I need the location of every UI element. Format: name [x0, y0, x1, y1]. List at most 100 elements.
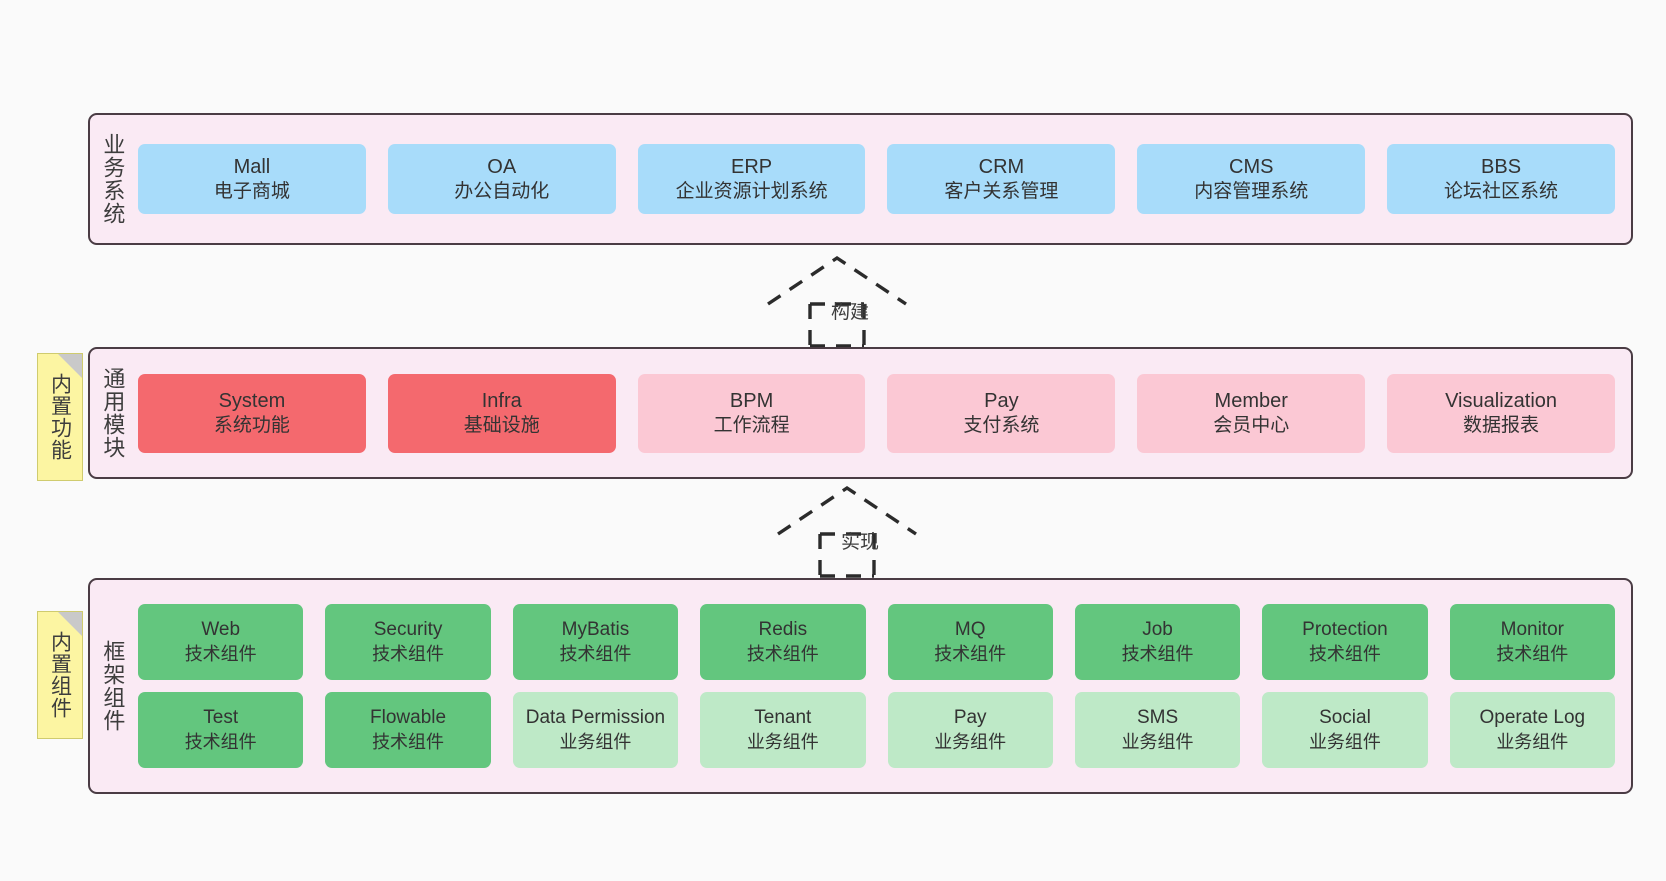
section-modules-body: System 系统功能 Infra 基础设施 BPM 工作流程 Pay 支付系统…	[134, 349, 1631, 477]
card-title: BBS	[1481, 155, 1522, 178]
card-subtitle: 技术组件	[1121, 643, 1194, 664]
note-builtin-functions: 内置功能	[37, 353, 83, 481]
card-sms[interactable]: SMS 业务组件	[1074, 692, 1241, 768]
card-title: Protection	[1302, 618, 1388, 640]
note-fold-corner-icon	[58, 612, 82, 636]
card-title: Operate Log	[1479, 706, 1586, 728]
arrow-realize: 实现	[772, 485, 922, 578]
framework-biz-row: Test 技术组件 Flowable 技术组件 Data Permission …	[138, 692, 1615, 768]
card-protection[interactable]: Protection 技术组件	[1262, 604, 1428, 680]
card-crm[interactable]: CRM 客户关系管理	[887, 144, 1116, 214]
section-modules-label: 通用模块	[100, 367, 126, 459]
section-framework-body: Web 技术组件 Security 技术组件 MyBatis 技术组件 Redi…	[134, 580, 1631, 792]
arrow-realize-icon	[777, 485, 917, 578]
card-subtitle: 技术组件	[559, 643, 632, 664]
card-subtitle: 技术组件	[934, 643, 1007, 664]
section-framework-label: 框架组件	[100, 640, 126, 732]
card-title: Job	[1142, 618, 1173, 640]
note-fold-corner-icon	[58, 354, 82, 378]
card-title: SMS	[1136, 706, 1179, 728]
card-subtitle: 系统功能	[213, 414, 290, 436]
card-title: Monitor	[1500, 618, 1564, 640]
card-title: Security	[373, 618, 443, 640]
card-job[interactable]: Job 技术组件	[1074, 604, 1241, 680]
card-title: Pay	[953, 706, 987, 728]
section-business-label: 业务系统	[100, 133, 126, 225]
business-card-row: Mall 电子商城 OA 办公自动化 ERP 企业资源计划系统 CRM 客户关系…	[138, 144, 1615, 214]
card-title: Infra	[481, 389, 522, 412]
card-tenant[interactable]: Tenant 业务组件	[700, 692, 866, 768]
note-label: 内置功能	[48, 373, 72, 461]
note-label: 内置组件	[48, 631, 72, 719]
section-common-modules: 通用模块 System 系统功能 Infra 基础设施 BPM 工作流程 Pay…	[88, 347, 1633, 479]
card-subtitle: 技术组件	[184, 643, 257, 664]
card-title: Test	[203, 706, 239, 728]
card-mall[interactable]: Mall 电子商城	[138, 144, 366, 214]
card-title: Web	[201, 618, 241, 640]
card-pay-module[interactable]: Pay 支付系统	[887, 373, 1116, 453]
card-flowable[interactable]: Flowable 技术组件	[325, 692, 491, 768]
card-subtitle: 业务组件	[934, 731, 1007, 752]
card-test[interactable]: Test 技术组件	[138, 692, 304, 768]
card-title: ERP	[731, 155, 773, 178]
card-subtitle: 技术组件	[184, 731, 257, 752]
note-builtin-components: 内置组件	[37, 611, 83, 739]
card-bbs[interactable]: BBS 论坛社区系统	[1387, 144, 1615, 214]
card-infra[interactable]: Infra 基础设施	[387, 373, 616, 453]
card-cms[interactable]: CMS 内容管理系统	[1137, 144, 1366, 214]
card-title: Mall	[233, 155, 271, 178]
arrow-build-icon	[767, 255, 907, 348]
card-subtitle: 技术组件	[372, 731, 445, 752]
card-mybatis[interactable]: MyBatis 技术组件	[512, 604, 679, 680]
card-security[interactable]: Security 技术组件	[325, 604, 491, 680]
card-oa[interactable]: OA 办公自动化	[387, 144, 616, 214]
section-business-systems: 业务系统 Mall 电子商城 OA 办公自动化 ERP 企业资源计划系统 CRM…	[88, 113, 1633, 245]
card-subtitle: 业务组件	[1121, 731, 1194, 752]
framework-tech-row: Web 技术组件 Security 技术组件 MyBatis 技术组件 Redi…	[138, 604, 1615, 680]
card-title: Visualization	[1445, 389, 1558, 412]
card-subtitle: 技术组件	[1308, 643, 1381, 664]
card-system[interactable]: System 系统功能	[138, 373, 366, 453]
card-bpm[interactable]: BPM 工作流程	[637, 373, 866, 453]
card-title: CRM	[978, 155, 1025, 178]
card-member[interactable]: Member 会员中心	[1137, 373, 1366, 453]
card-title: System	[218, 389, 286, 412]
card-title: MQ	[954, 618, 986, 640]
arrow-build: 构建	[762, 255, 912, 348]
card-subtitle: 企业资源计划系统	[675, 180, 828, 202]
card-subtitle: 技术组件	[1496, 643, 1569, 664]
card-monitor[interactable]: Monitor 技术组件	[1449, 604, 1615, 680]
arrow-realize-label: 实现	[841, 532, 880, 553]
card-title: CMS	[1229, 155, 1274, 178]
card-title: Tenant	[754, 706, 812, 728]
section-framework-components: 框架组件 Web 技术组件 Security 技术组件 MyBatis 技术组件…	[88, 578, 1633, 794]
card-erp[interactable]: ERP 企业资源计划系统	[637, 144, 866, 214]
card-subtitle: 客户关系管理	[944, 180, 1059, 202]
card-subtitle: 电子商城	[213, 180, 290, 202]
card-subtitle: 办公自动化	[454, 180, 550, 202]
card-subtitle: 基础设施	[463, 414, 540, 436]
card-subtitle: 业务组件	[1496, 731, 1569, 752]
card-subtitle: 技术组件	[372, 643, 445, 664]
card-subtitle: 内容管理系统	[1194, 180, 1309, 202]
card-title: Flowable	[370, 706, 447, 728]
card-subtitle: 业务组件	[746, 731, 819, 752]
card-data-permission[interactable]: Data Permission 业务组件	[512, 692, 679, 768]
card-pay-component[interactable]: Pay 业务组件	[887, 692, 1053, 768]
card-operate-log[interactable]: Operate Log 业务组件	[1449, 692, 1615, 768]
card-social[interactable]: Social 业务组件	[1262, 692, 1428, 768]
card-redis[interactable]: Redis 技术组件	[700, 604, 866, 680]
card-subtitle: 会员中心	[1213, 414, 1290, 436]
card-title: Member	[1214, 389, 1288, 412]
card-subtitle: 工作流程	[713, 414, 790, 436]
card-title: OA	[487, 155, 517, 178]
card-subtitle: 支付系统	[963, 414, 1040, 436]
card-web[interactable]: Web 技术组件	[138, 604, 304, 680]
arrow-build-label: 构建	[831, 302, 870, 323]
card-visualization[interactable]: Visualization 数据报表	[1387, 373, 1615, 453]
card-subtitle: 论坛社区系统	[1444, 180, 1559, 202]
card-title: MyBatis	[561, 618, 630, 640]
card-title: BPM	[729, 389, 774, 412]
card-mq[interactable]: MQ 技术组件	[887, 604, 1053, 680]
